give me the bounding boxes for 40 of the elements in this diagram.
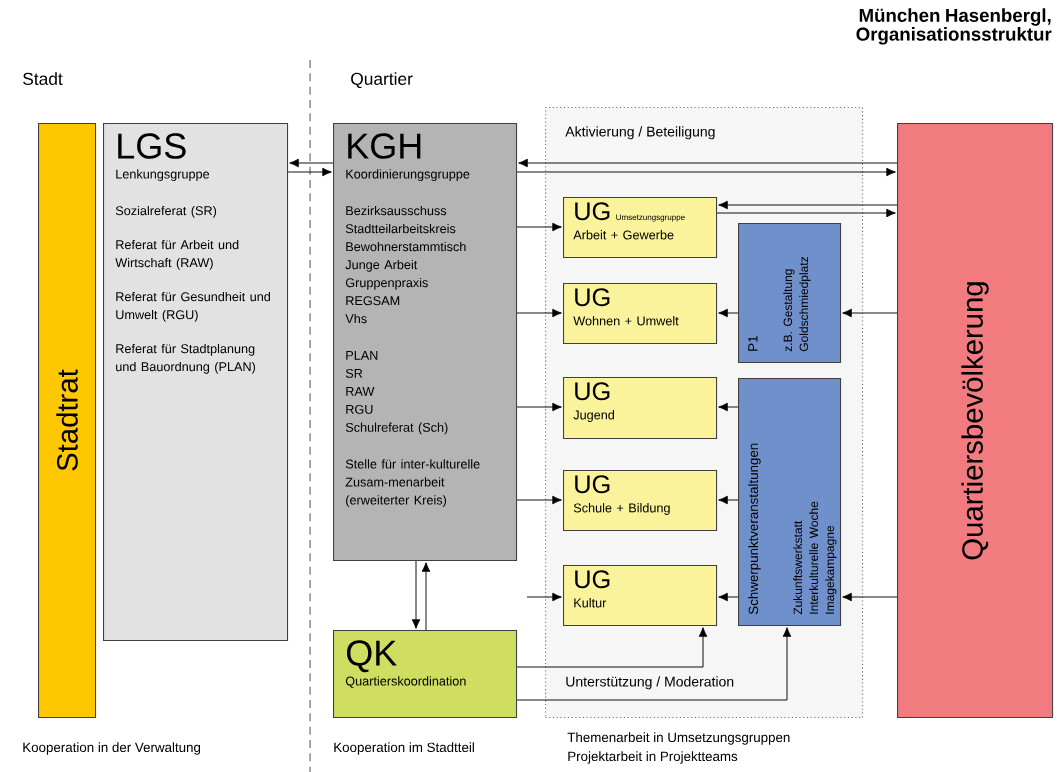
project-box: Schwerpunktveranstaltungen Zukunftswerkstatt Interkulturelle Woche Imagekampagne: [738, 378, 842, 627]
arrow: [421, 562, 431, 631]
arrow: [718, 592, 739, 602]
arrow: [718, 200, 898, 210]
working-group-box: UG Wohnen + Umwelt: [563, 283, 718, 345]
arrow: [526, 592, 562, 602]
working-group-box: UG Schule + Bildung: [563, 470, 718, 532]
arrow: [718, 402, 739, 412]
arrow: [842, 592, 898, 602]
group-box: KGH Koordinierungsgruppe Bezirksausschuss Stadtteilarbeitskreis Bewohnerstammtisch Junge Arbeit Gruppenpraxis REGSAM Vhs PLAN SR RAW RGU Schulreferat (Sch) Stelle für inter-kulturelle Zusam-menarbeit (erweiterter Kreis): [333, 123, 518, 562]
title: München Hasenbergl, Organisationsstruktur: [856, 8, 1052, 45]
working-group-box: UG Umsetzungsgruppe Arbeit + Gewerbe: [563, 197, 718, 259]
arrow: [516, 167, 896, 177]
footer-note: Kooperation im Stadtteil: [334, 742, 474, 755]
footer-note: Kooperation in der Verwaltung: [23, 742, 201, 755]
group-box: LGS Lenkungsgruppe Sozialreferat (SR) Referat für Arbeit und Wirtschaft (RAW) Referat für Gesundheit und Umwelt (RGU) Referat für Stadtplanung und Bauordnung (PLAN): [103, 123, 289, 642]
arrow: [718, 308, 739, 318]
arrow: [718, 495, 739, 505]
arrow: [516, 402, 562, 412]
column-box: Stadtrat: [38, 123, 97, 719]
working-group-box: UG Jugend: [563, 377, 718, 440]
arrow: [411, 560, 421, 629]
column-box: Quartiersbevölkerung: [897, 123, 1054, 719]
project-box: P1 z.B. Gestaltung Goldschmiedplatz: [738, 223, 842, 364]
column-heading: Stadt: [23, 72, 63, 85]
column-heading: Quartier: [351, 72, 413, 89]
arrow: [716, 208, 896, 218]
arrow: [842, 308, 898, 318]
footer-note: Themenarbeit in Umsetzungsgruppen: [567, 732, 790, 745]
arrow: [518, 158, 898, 168]
arrow: [516, 222, 562, 232]
arrow: [516, 308, 562, 318]
coordination-box: QK Quartierskoordination: [333, 630, 518, 719]
arrow: [516, 627, 708, 668]
arrow: [516, 495, 562, 505]
footer-note: Projektarbeit in Projektteams: [568, 751, 738, 764]
arrow: [289, 158, 334, 168]
arrow: [287, 167, 332, 177]
working-group-box: UG Kultur: [563, 565, 718, 627]
arrow: [516, 627, 792, 701]
